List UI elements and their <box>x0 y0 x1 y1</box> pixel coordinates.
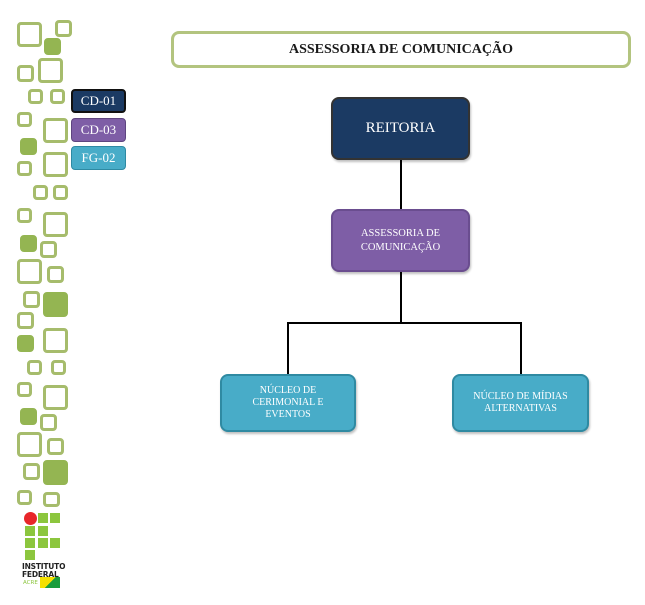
org-node-assessoria-comunicacao[interactable]: ASSESSORIA DE COMUNICAÇÃO <box>331 209 470 272</box>
org-node-nucleo-cerimonial[interactable]: NÚCLEO DE CERIMONIAL E EVENTOS <box>220 374 356 432</box>
org-node-nucleo-midias[interactable]: NÚCLEO DE MÍDIAS ALTERNATIVAS <box>452 374 589 432</box>
page-title-text: ASSESSORIA DE COMUNICAÇÃO <box>288 41 514 57</box>
acre-flag-icon <box>40 577 60 588</box>
logo-text-acre: ACRE <box>23 580 38 586</box>
org-node-midias-label: NÚCLEO DE MÍDIAS ALTERNATIVAS <box>473 391 568 414</box>
decorative-squares-strip <box>0 0 72 510</box>
legend-cd-01: CD-01 <box>71 89 126 113</box>
instituto-federal-logo: INSTITUTO FEDERAL ACRE <box>20 510 70 590</box>
org-node-reitoria-label: REITORIA <box>365 120 436 136</box>
org-node-reitoria[interactable]: REITORIA <box>331 97 470 160</box>
logo-text-federal: FEDERAL <box>22 570 59 579</box>
connector-root-to-level2 <box>400 160 402 210</box>
legend-label-cd-03: CD-03 <box>80 122 117 137</box>
legend-cd-03: CD-03 <box>71 118 126 142</box>
page-title: ASSESSORIA DE COMUNICAÇÃO <box>171 31 631 68</box>
connector-right-child <box>520 322 522 374</box>
legend-fg-02: FG-02 <box>71 146 126 170</box>
connector-level2-down <box>400 272 402 323</box>
logo-red-circle <box>24 512 37 525</box>
org-node-assessoria-label: ASSESSORIA DE COMUNICAÇÃO <box>360 227 441 253</box>
legend-label-fg-02: FG-02 <box>81 150 116 165</box>
logo-text-instituto: INSTITUTO <box>22 562 66 571</box>
connector-left-child <box>287 322 289 374</box>
org-node-cerimonial-label: NÚCLEO DE CERIMONIAL E EVENTOS <box>252 385 324 420</box>
legend-label-cd-01: CD-01 <box>80 93 117 108</box>
connector-horizontal <box>287 322 522 324</box>
